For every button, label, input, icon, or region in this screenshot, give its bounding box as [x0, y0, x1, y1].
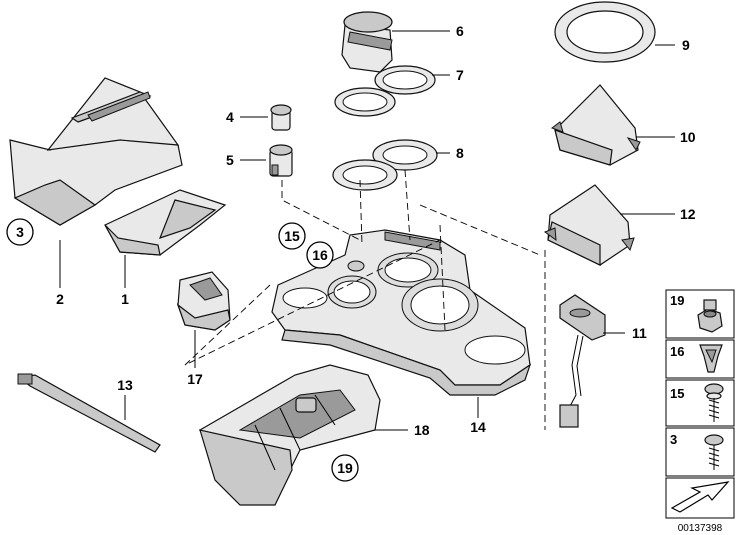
callout-7: 7 [456, 67, 464, 83]
nut-icon [697, 299, 723, 333]
part-8-rings [332, 139, 438, 191]
callout-circles [6, 218, 359, 482]
callout-9: 9 [682, 37, 690, 53]
callout-8: 8 [456, 145, 464, 161]
callout-2: 2 [56, 291, 64, 307]
callout-13: 13 [117, 377, 133, 393]
part-13-cable-tie [17, 373, 161, 453]
legend-number-19: 19 [670, 293, 684, 308]
callout-4: 4 [226, 109, 234, 125]
legend-number-16: 16 [670, 344, 684, 359]
legend-panel: 19 16 15 3 [665, 289, 735, 519]
callout-3: 3 [16, 224, 24, 240]
part-14-center-console [271, 229, 532, 396]
diagram-arrow-icon [670, 481, 730, 513]
part-18-lower-console [198, 364, 381, 506]
part-1-tray [104, 189, 227, 256]
part-17-knob-holder [176, 271, 231, 331]
leader-lines [59, 30, 675, 431]
callout-18: 18 [414, 422, 430, 438]
callout-12: 12 [680, 206, 696, 222]
legend-number-3: 3 [670, 432, 677, 447]
part-5-socket [269, 144, 293, 177]
document-number: 00137398 [678, 523, 723, 534]
callout-6: 6 [456, 23, 464, 39]
callout-16: 16 [312, 247, 328, 263]
screw-with-washer-icon [704, 383, 724, 422]
screw-icon [704, 434, 724, 470]
legend-number-15: 15 [670, 386, 684, 401]
callout-1: 1 [121, 291, 129, 307]
clip-nut-icon [699, 344, 723, 373]
part-9-ring [554, 1, 656, 63]
callout-11: 11 [632, 325, 647, 341]
legend-box-3 [665, 427, 735, 477]
part-12-bezel [543, 184, 635, 266]
callout-19: 19 [337, 460, 353, 476]
part-10-cone [550, 84, 641, 166]
callout-10: 10 [680, 129, 696, 145]
callout-5: 5 [226, 152, 234, 168]
part-2-trim-panel [9, 77, 183, 226]
callout-14: 14 [470, 419, 486, 435]
part-4-cap [270, 104, 292, 131]
guide-lines [184, 169, 546, 430]
callout-17: 17 [187, 371, 203, 387]
part-6-cup-insert [341, 11, 393, 73]
callout-15: 15 [284, 228, 300, 244]
part-7-rings [334, 65, 436, 117]
part-11-switch [559, 294, 606, 428]
